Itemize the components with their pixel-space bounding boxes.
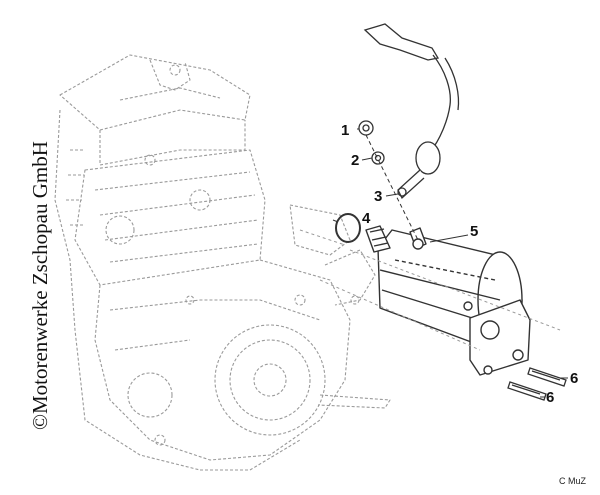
callout-5: 5: [470, 223, 479, 240]
callout-3: 3: [374, 188, 383, 205]
starter-motor-drawing: [365, 225, 531, 376]
callout-4: 4: [362, 210, 371, 227]
callout-2: 2: [351, 152, 360, 169]
credit-label: C MuZ: [559, 476, 586, 486]
callout-1: 1: [341, 122, 350, 139]
copyright-notice: ©Motorenwerke Zschopau GmbH: [28, 141, 52, 430]
engine-block-drawing: [54, 54, 391, 471]
callout-6-upper: 6: [570, 370, 579, 387]
starter-cable-drawing: [363, 23, 460, 200]
callout-6-lower: 6: [546, 389, 555, 406]
leader-lines: [299, 128, 568, 398]
